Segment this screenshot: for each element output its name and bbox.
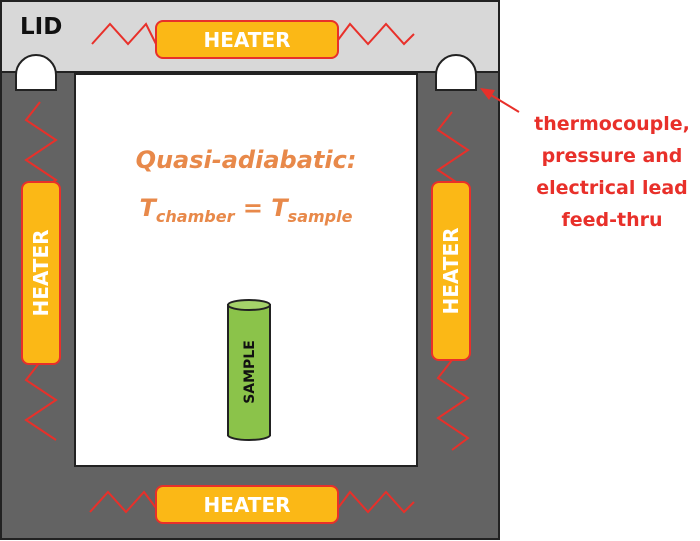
annotation-line-2: pressure and bbox=[542, 145, 683, 167]
heater-right-wire-bottom bbox=[436, 359, 470, 451]
chamber-interior bbox=[74, 73, 418, 467]
heater-bottom-wire-left bbox=[89, 490, 157, 514]
annotation-arrowhead bbox=[480, 88, 495, 100]
lid-label: LID bbox=[20, 14, 62, 40]
annotation-line-3: electrical lead bbox=[536, 177, 688, 199]
diagram-title: Quasi-adiabatic: bbox=[136, 146, 357, 174]
sample-label: SAMPLE bbox=[242, 340, 258, 404]
heater-top-wire-left bbox=[91, 22, 157, 46]
eq-sub1: chamber bbox=[156, 207, 236, 226]
heater-top-wire-right bbox=[337, 22, 415, 46]
eq-t2: T bbox=[271, 194, 289, 222]
heater-left bbox=[21, 181, 61, 365]
sample-cylinder bbox=[227, 299, 271, 441]
heater-bottom-wire-right bbox=[337, 490, 415, 514]
eq-sub2: sample bbox=[288, 207, 353, 226]
eq-t1: T bbox=[140, 194, 158, 222]
feed-thru-port-right bbox=[435, 54, 477, 91]
heater-left-wire-bottom bbox=[24, 361, 58, 441]
heater-bottom-label: HEATER bbox=[203, 493, 290, 517]
annotation-line-4: feed-thru bbox=[561, 209, 662, 231]
eq-equals: = bbox=[234, 194, 271, 222]
heater-right bbox=[431, 181, 471, 361]
feed-thru-port-left bbox=[15, 54, 57, 91]
heater-left-label: HEATER bbox=[29, 229, 53, 316]
heater-right-label: HEATER bbox=[439, 227, 463, 314]
heater-bottom bbox=[155, 485, 339, 524]
heater-top bbox=[155, 20, 339, 59]
heater-top-label: HEATER bbox=[203, 28, 290, 52]
annotation-line-1: thermocouple, bbox=[534, 113, 690, 135]
temperature-equation: Tchamber = Tsample bbox=[140, 194, 353, 226]
